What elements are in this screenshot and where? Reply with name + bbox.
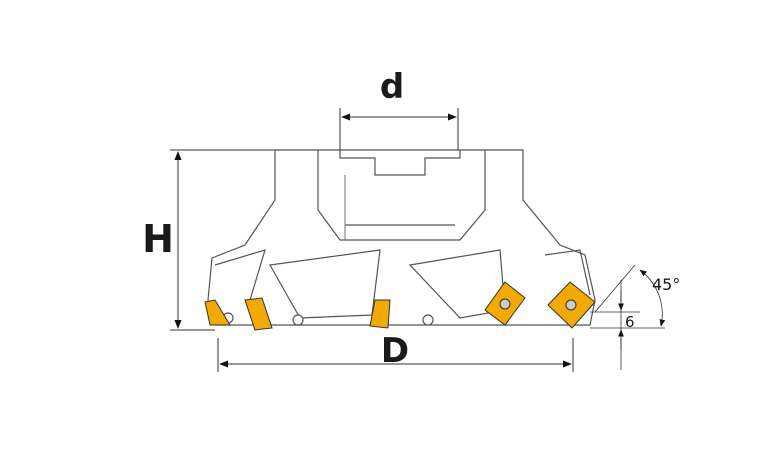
insert-2	[244, 297, 273, 331]
label-depth: 6	[625, 313, 635, 331]
insert-1	[204, 299, 231, 326]
dimension-H	[170, 149, 275, 331]
cutting-inserts	[204, 281, 596, 331]
label-D: D	[381, 331, 409, 371]
dimension-d	[339, 108, 459, 150]
label-angle: 45°	[652, 275, 680, 294]
dimension-angle-depth	[590, 264, 666, 370]
label-H: H	[142, 217, 174, 261]
label-d: d	[380, 67, 404, 107]
insert-3	[369, 299, 391, 329]
cutter-body	[207, 149, 596, 326]
dimension-D	[217, 338, 574, 372]
